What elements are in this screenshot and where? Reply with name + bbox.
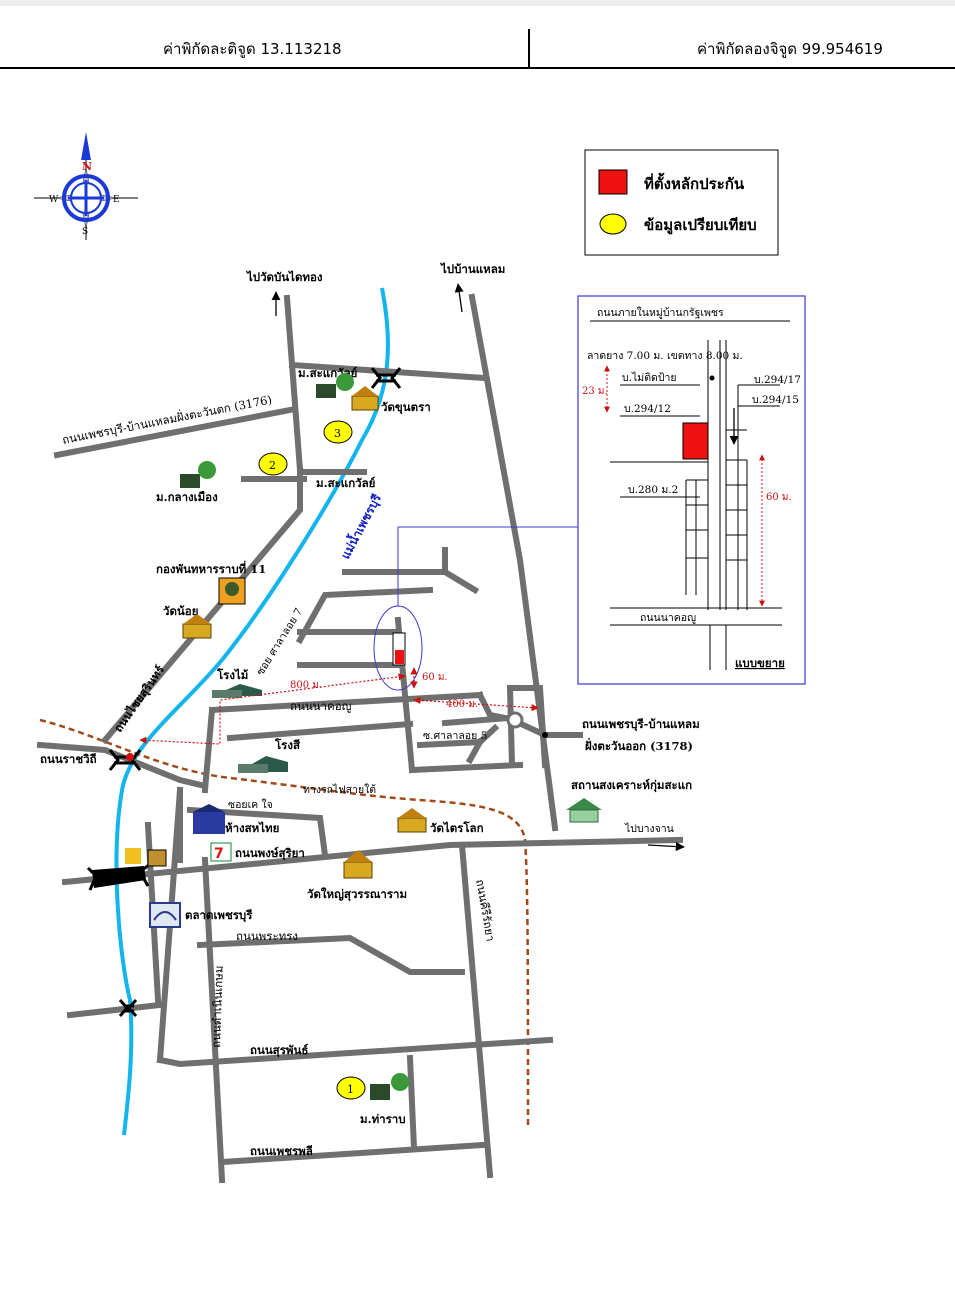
inset-house-294-17: บ.294/17 <box>754 374 801 386</box>
inset-house-280: บ.280 ม.2 <box>628 484 678 496</box>
bridge-icon <box>86 862 151 891</box>
comparison-marker-2: 2 <box>258 452 288 476</box>
inset-no-sign: บ.ไม่ติดป้าย <box>622 371 677 384</box>
legend-box: ที่ตั้งหลักประกัน ข้อมูลเปรียบเทียบ <box>584 149 779 256</box>
label-dist-60: 60 ม. <box>422 672 448 683</box>
compass-s: S <box>82 227 88 237</box>
warehouse-icon <box>238 756 288 773</box>
label-wat-khun: วัดขุนตรา <box>381 400 431 415</box>
label-dist-800: 800 ม. <box>290 680 322 691</box>
label-rong-si: โรงสี <box>274 737 301 752</box>
junction-dot <box>542 732 548 738</box>
label-road-phetphli: ถนนเพชรพลี <box>250 1144 313 1158</box>
label-wat-trailok: วัดไตรโลก <box>430 820 484 835</box>
temple-icon <box>343 850 373 879</box>
warehouse-icon <box>212 684 262 698</box>
label-soi-kho: ซอยเค ใจ <box>228 798 273 811</box>
label-to-ban-laem: ไปบ้านแหลม <box>439 262 505 276</box>
legend-comparison-swatch <box>599 213 627 235</box>
label-moo-tharab: ม.ท่าราบ <box>360 1112 406 1126</box>
compass-e: E <box>113 195 120 205</box>
arrow-icon <box>454 283 464 313</box>
distance-800-line <box>139 673 406 745</box>
village-icon <box>370 1073 409 1100</box>
legend-collateral-swatch <box>598 169 628 195</box>
battalion-icon <box>218 577 246 605</box>
temple-icon <box>182 614 212 639</box>
inset-leader-line <box>397 526 578 606</box>
label-road-khirirathaya: ถนนคีรีรัถยา <box>473 878 498 942</box>
inset-road-bottom: ถนนนาคอญู <box>640 612 696 624</box>
compass-icon: N S E W <box>34 132 138 240</box>
inset-road-top: ถนนภายในหมู่บ้านกรัฐเพชร <box>597 306 724 319</box>
label-road-namoy: ถนนนาคอญู <box>290 699 352 713</box>
bridge-icon <box>108 749 142 771</box>
inset-dist-23: 23 ม. <box>582 386 608 397</box>
label-moo-sakaew-mid: ม.สะแกวัลย์ <box>316 476 375 490</box>
roundabout-icon <box>506 711 524 729</box>
bank-icon <box>125 848 167 867</box>
svg-text:1: 1 <box>347 1083 354 1096</box>
inset-collateral-lot <box>682 422 709 460</box>
comparison-marker-3: 3 <box>323 420 353 444</box>
bridge-icon <box>118 999 138 1017</box>
inset-dist-60: 60 ม. <box>766 492 792 503</box>
longitude-text: ค่าพิกัดลองจิจูด 99.954619 <box>697 40 883 58</box>
label-river: แม่น้ำเพชรบุรี <box>336 490 386 562</box>
label-road-3178-a: ถนนเพชรบุรี-บ้านแหลม <box>582 717 700 732</box>
label-battalion: กองพันทหารราบที่ 11 <box>156 560 266 576</box>
market-icon <box>149 902 181 928</box>
svg-text:3: 3 <box>334 427 341 440</box>
inset-house-294-15: บ.294/15 <box>752 394 799 406</box>
village-icon <box>316 373 354 398</box>
svg-text:2: 2 <box>269 459 276 472</box>
label-to-wat-bankai: ไปวัดบันไดทอง <box>245 270 323 284</box>
compass-w: W <box>49 195 59 205</box>
label-market: ตลาดเพชรบุรี <box>185 908 253 923</box>
temple-icon <box>397 808 427 833</box>
label-road-damnoen: ถนนดำเนินเกษม <box>209 965 226 1048</box>
svg-text:7: 7 <box>214 846 224 862</box>
label-road-3178-b: ฝั่งตะวันออก (3178) <box>585 737 693 753</box>
convenience-store-icon: 7 <box>210 842 232 862</box>
label-moo-klang: ม.กลางเมือง <box>156 490 218 504</box>
label-soi-sala5: ซ.ศาลาลอย 5 <box>423 730 487 742</box>
inset-detail-map: ถนนภายในหมู่บ้านกรัฐเพชร ลาดยาง 7.00 ม. … <box>577 295 806 685</box>
label-dist-400: 400 ม. <box>446 699 478 710</box>
label-railway: ทางรถไฟสายใต้ <box>303 783 376 796</box>
arrow-icon <box>647 842 685 852</box>
top-strip <box>0 0 955 6</box>
label-to-bangchan: ไปบางจาน <box>624 822 674 835</box>
department-store-icon <box>193 804 225 834</box>
legend-comparison-label: ข้อมูลเปรียบเทียบ <box>644 216 757 235</box>
comparison-marker-1: 1 <box>336 1076 366 1100</box>
bridge-icon <box>370 367 402 389</box>
legend-collateral-label: ที่ตั้งหลักประกัน <box>644 172 745 193</box>
label-road-phrasong: ถนนพระทรง <box>236 929 298 943</box>
label-road-surin: ถนนสุรพันธ์ <box>250 1043 308 1058</box>
label-wat-noi: วัดน้อย <box>163 604 198 618</box>
header-divider <box>528 29 530 67</box>
collateral-marker <box>395 650 404 664</box>
label-road-ratchawithi: ถนนราชวิถี <box>40 752 97 766</box>
label-rong-mai: โรงไม้ <box>216 667 248 682</box>
distance-400-line <box>413 696 539 712</box>
inset-house-294-12: บ.294/12 <box>624 403 671 415</box>
railway-line <box>39 718 530 1126</box>
label-wat-yai: วัดใหญ่สุวรรณาราม <box>307 887 407 902</box>
label-sahathai: ห้างสหไทย <box>225 821 279 835</box>
inset-enlarged-label: แบบขยาย <box>735 656 785 670</box>
coordinate-header: ค่าพิกัดละติจูด 13.113218 ค่าพิกัดลองจิจ… <box>0 27 955 69</box>
latitude-text: ค่าพิกัดละติจูด 13.113218 <box>163 40 342 58</box>
label-social-center: สถานสงเคราะห์กุ่มสะแก <box>571 778 692 793</box>
compass-n: N <box>82 160 92 173</box>
inset-paved-note: ลาดยาง 7.00 ม. เขตทาง 8.00 ม. <box>587 350 743 362</box>
label-road-phongsuriya: ถนนพงษ์สุริยา <box>235 846 305 861</box>
temple-icon <box>351 386 379 411</box>
social-center-icon <box>566 798 602 823</box>
village-icon <box>180 461 216 488</box>
